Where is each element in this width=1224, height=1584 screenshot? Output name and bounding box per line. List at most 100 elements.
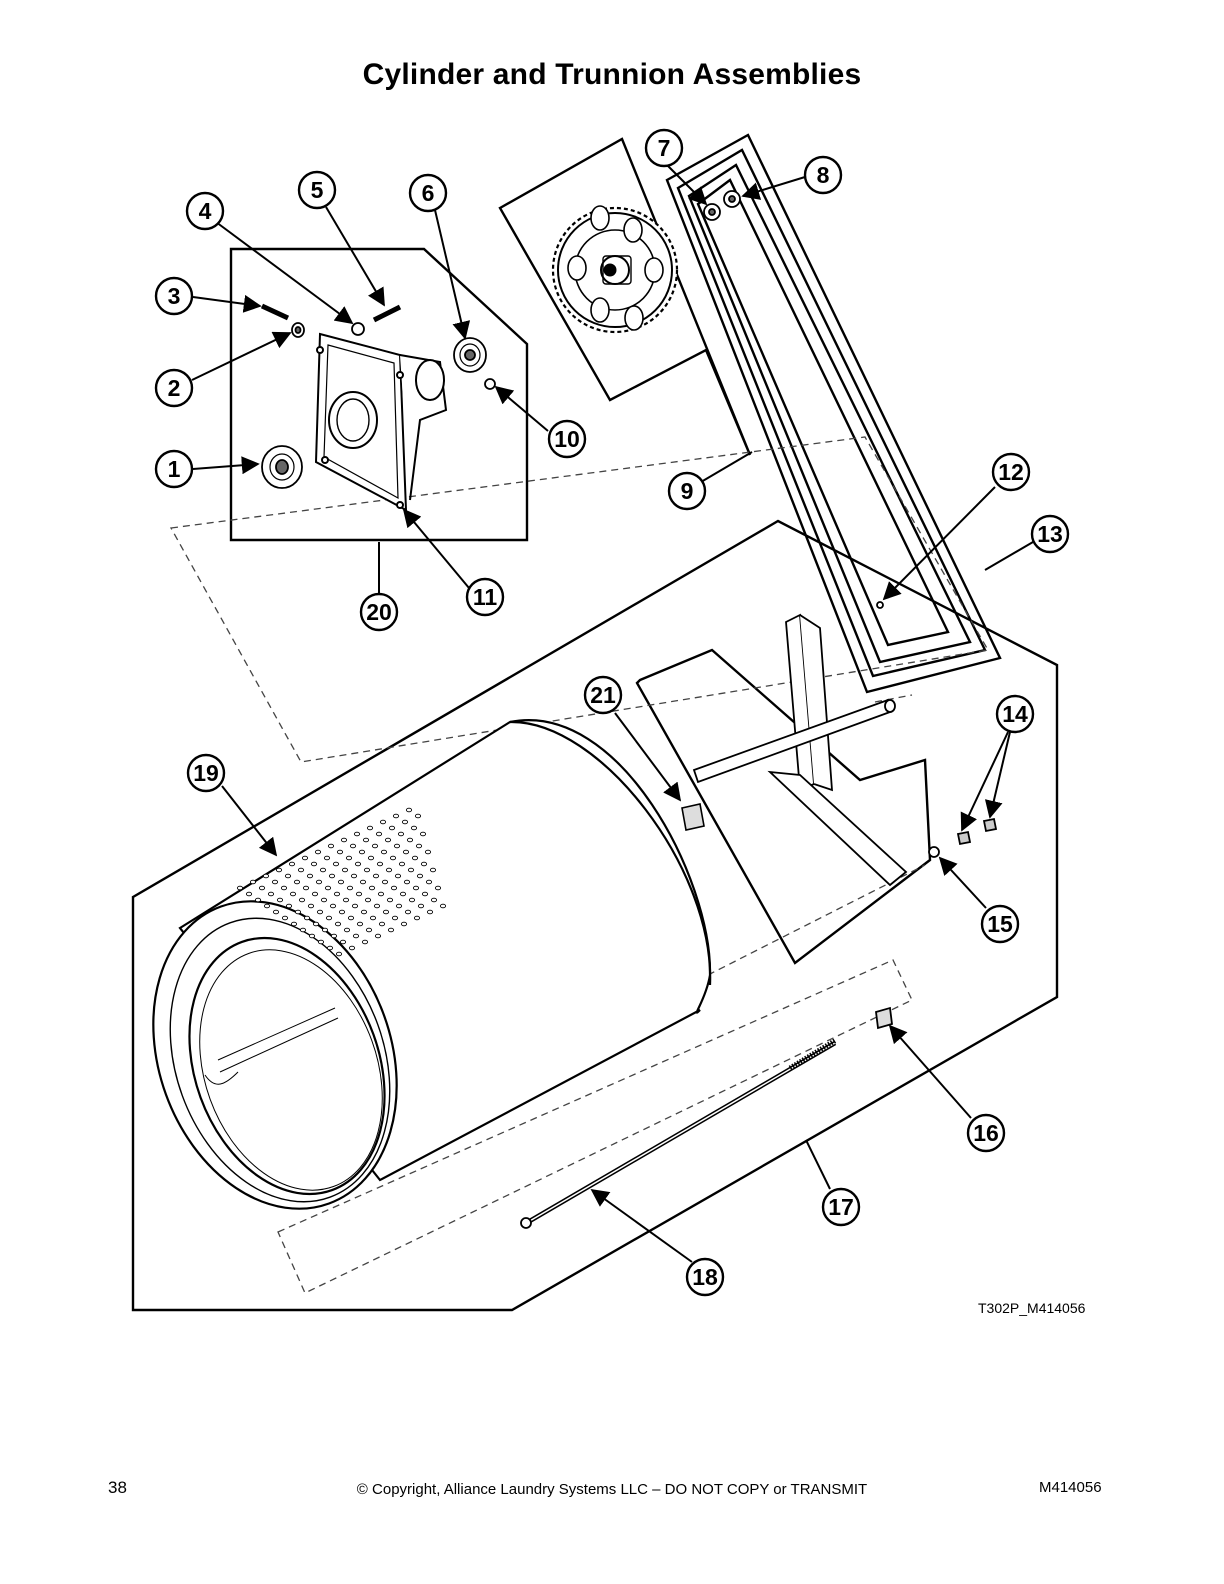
perforation-hole [378, 921, 386, 927]
perforation-hole [289, 891, 297, 897]
callout-6: 6 [408, 173, 448, 213]
page-number: 38 [108, 1478, 127, 1497]
perforation-hole [343, 927, 351, 933]
perforation-hole [334, 921, 342, 927]
callout-20: 20 [359, 592, 399, 632]
perforation-hole [311, 891, 319, 897]
callout-number: 4 [199, 198, 212, 224]
band-outer-outline [665, 133, 1002, 694]
perforation-hole [262, 873, 270, 879]
perforation-hole [361, 939, 369, 945]
perforation-hole [406, 837, 414, 843]
perforation-hole [376, 861, 384, 867]
perforation-hole [364, 897, 372, 903]
perforation-hole [412, 885, 420, 891]
perforation-hole [365, 927, 373, 933]
screw-part-10 [484, 378, 496, 390]
perforation-hole [347, 915, 355, 921]
callout-number: 6 [422, 180, 435, 206]
perforation-hole [338, 909, 346, 915]
perforation-hole [379, 819, 387, 825]
perforation-hole [249, 879, 257, 885]
callout-number: 11 [473, 584, 498, 610]
perforation-hole [302, 885, 310, 891]
callout-number: 3 [168, 283, 181, 309]
perforation-hole [415, 843, 423, 849]
perforation-hole [402, 849, 410, 855]
perforation-hole [350, 873, 358, 879]
perforation-hole [346, 885, 354, 891]
guide-link-shaft [874, 694, 913, 703]
copyright-notice: © Copyright, Alliance Laundry Systems LL… [356, 1481, 868, 1498]
callout-19: 19 [186, 753, 226, 793]
perforation-hole [298, 897, 306, 903]
perforation-hole [352, 933, 360, 939]
leader-lines [191, 164, 1034, 1263]
perforation-hole [386, 897, 394, 903]
perforation-hole [314, 849, 322, 855]
perforation-hole [407, 867, 415, 873]
callout-number: 17 [828, 1194, 854, 1220]
perforation-hole [306, 873, 314, 879]
perforation-hole [391, 915, 399, 921]
perforation-hole [372, 873, 380, 879]
callout-5: 5 [297, 170, 337, 210]
callout-number: 16 [973, 1120, 999, 1146]
clip-part-14b [982, 817, 998, 833]
perforation-hole [401, 819, 409, 825]
perforation-hole [362, 837, 370, 843]
perforation-hole [395, 903, 403, 909]
callout-2: 2 [154, 368, 194, 408]
perforation-hole [310, 861, 318, 867]
callout-16: 16 [966, 1113, 1006, 1153]
perforation-hole [271, 879, 279, 885]
perforation-hole [276, 897, 284, 903]
callout-number: 15 [987, 911, 1013, 937]
perforation-hole [359, 879, 367, 885]
perforation-hole [301, 855, 309, 861]
hardware [260, 190, 998, 1030]
callout-number: 13 [1037, 521, 1063, 547]
callout-1: 1 [154, 449, 194, 489]
callout-number: 12 [998, 459, 1024, 485]
perforation-hole [417, 903, 425, 909]
perforation-hole [366, 825, 374, 831]
perforation-hole [332, 861, 340, 867]
perforation-hole [439, 903, 447, 909]
perforation-hole [399, 891, 407, 897]
perforation-hole [267, 891, 275, 897]
perforation-hole [403, 879, 411, 885]
perforation-hole [374, 933, 382, 939]
document-id: M414056 [1039, 1479, 1102, 1496]
perforation-hole [420, 861, 428, 867]
pin-part-12 [876, 601, 884, 609]
callout-18: 18 [685, 1257, 725, 1297]
guide-tierod [277, 959, 913, 1294]
perforation-hole [360, 909, 368, 915]
nut-part-16 [875, 1006, 893, 1030]
perforation-hole [339, 939, 347, 945]
perforation-hole [363, 867, 371, 873]
callout-17: 17 [821, 1187, 861, 1227]
guide-link-frame [707, 864, 926, 976]
perforation-hole [285, 903, 293, 909]
bolt-part-5 [372, 304, 402, 323]
perforation-hole [299, 927, 307, 933]
callout-number: 21 [590, 682, 616, 708]
callout-4: 4 [185, 191, 225, 231]
perforation-hole [434, 885, 442, 891]
perforation-hole [345, 855, 353, 861]
washer-part-15 [928, 846, 940, 858]
page-title: Cylinder and Trunnion Assemblies [362, 58, 862, 91]
perforation-hole [348, 945, 356, 951]
perforation-hole [377, 891, 385, 897]
guide-trunnion [169, 436, 990, 763]
perforation-hole [430, 897, 438, 903]
perforation-hole [312, 921, 320, 927]
perforation-hole [293, 879, 301, 885]
perforation-hole [353, 831, 361, 837]
callout-number: 7 [658, 135, 671, 161]
perforation-hole [323, 855, 331, 861]
perforation-hole [411, 855, 419, 861]
bolt-part-3 [260, 303, 290, 321]
